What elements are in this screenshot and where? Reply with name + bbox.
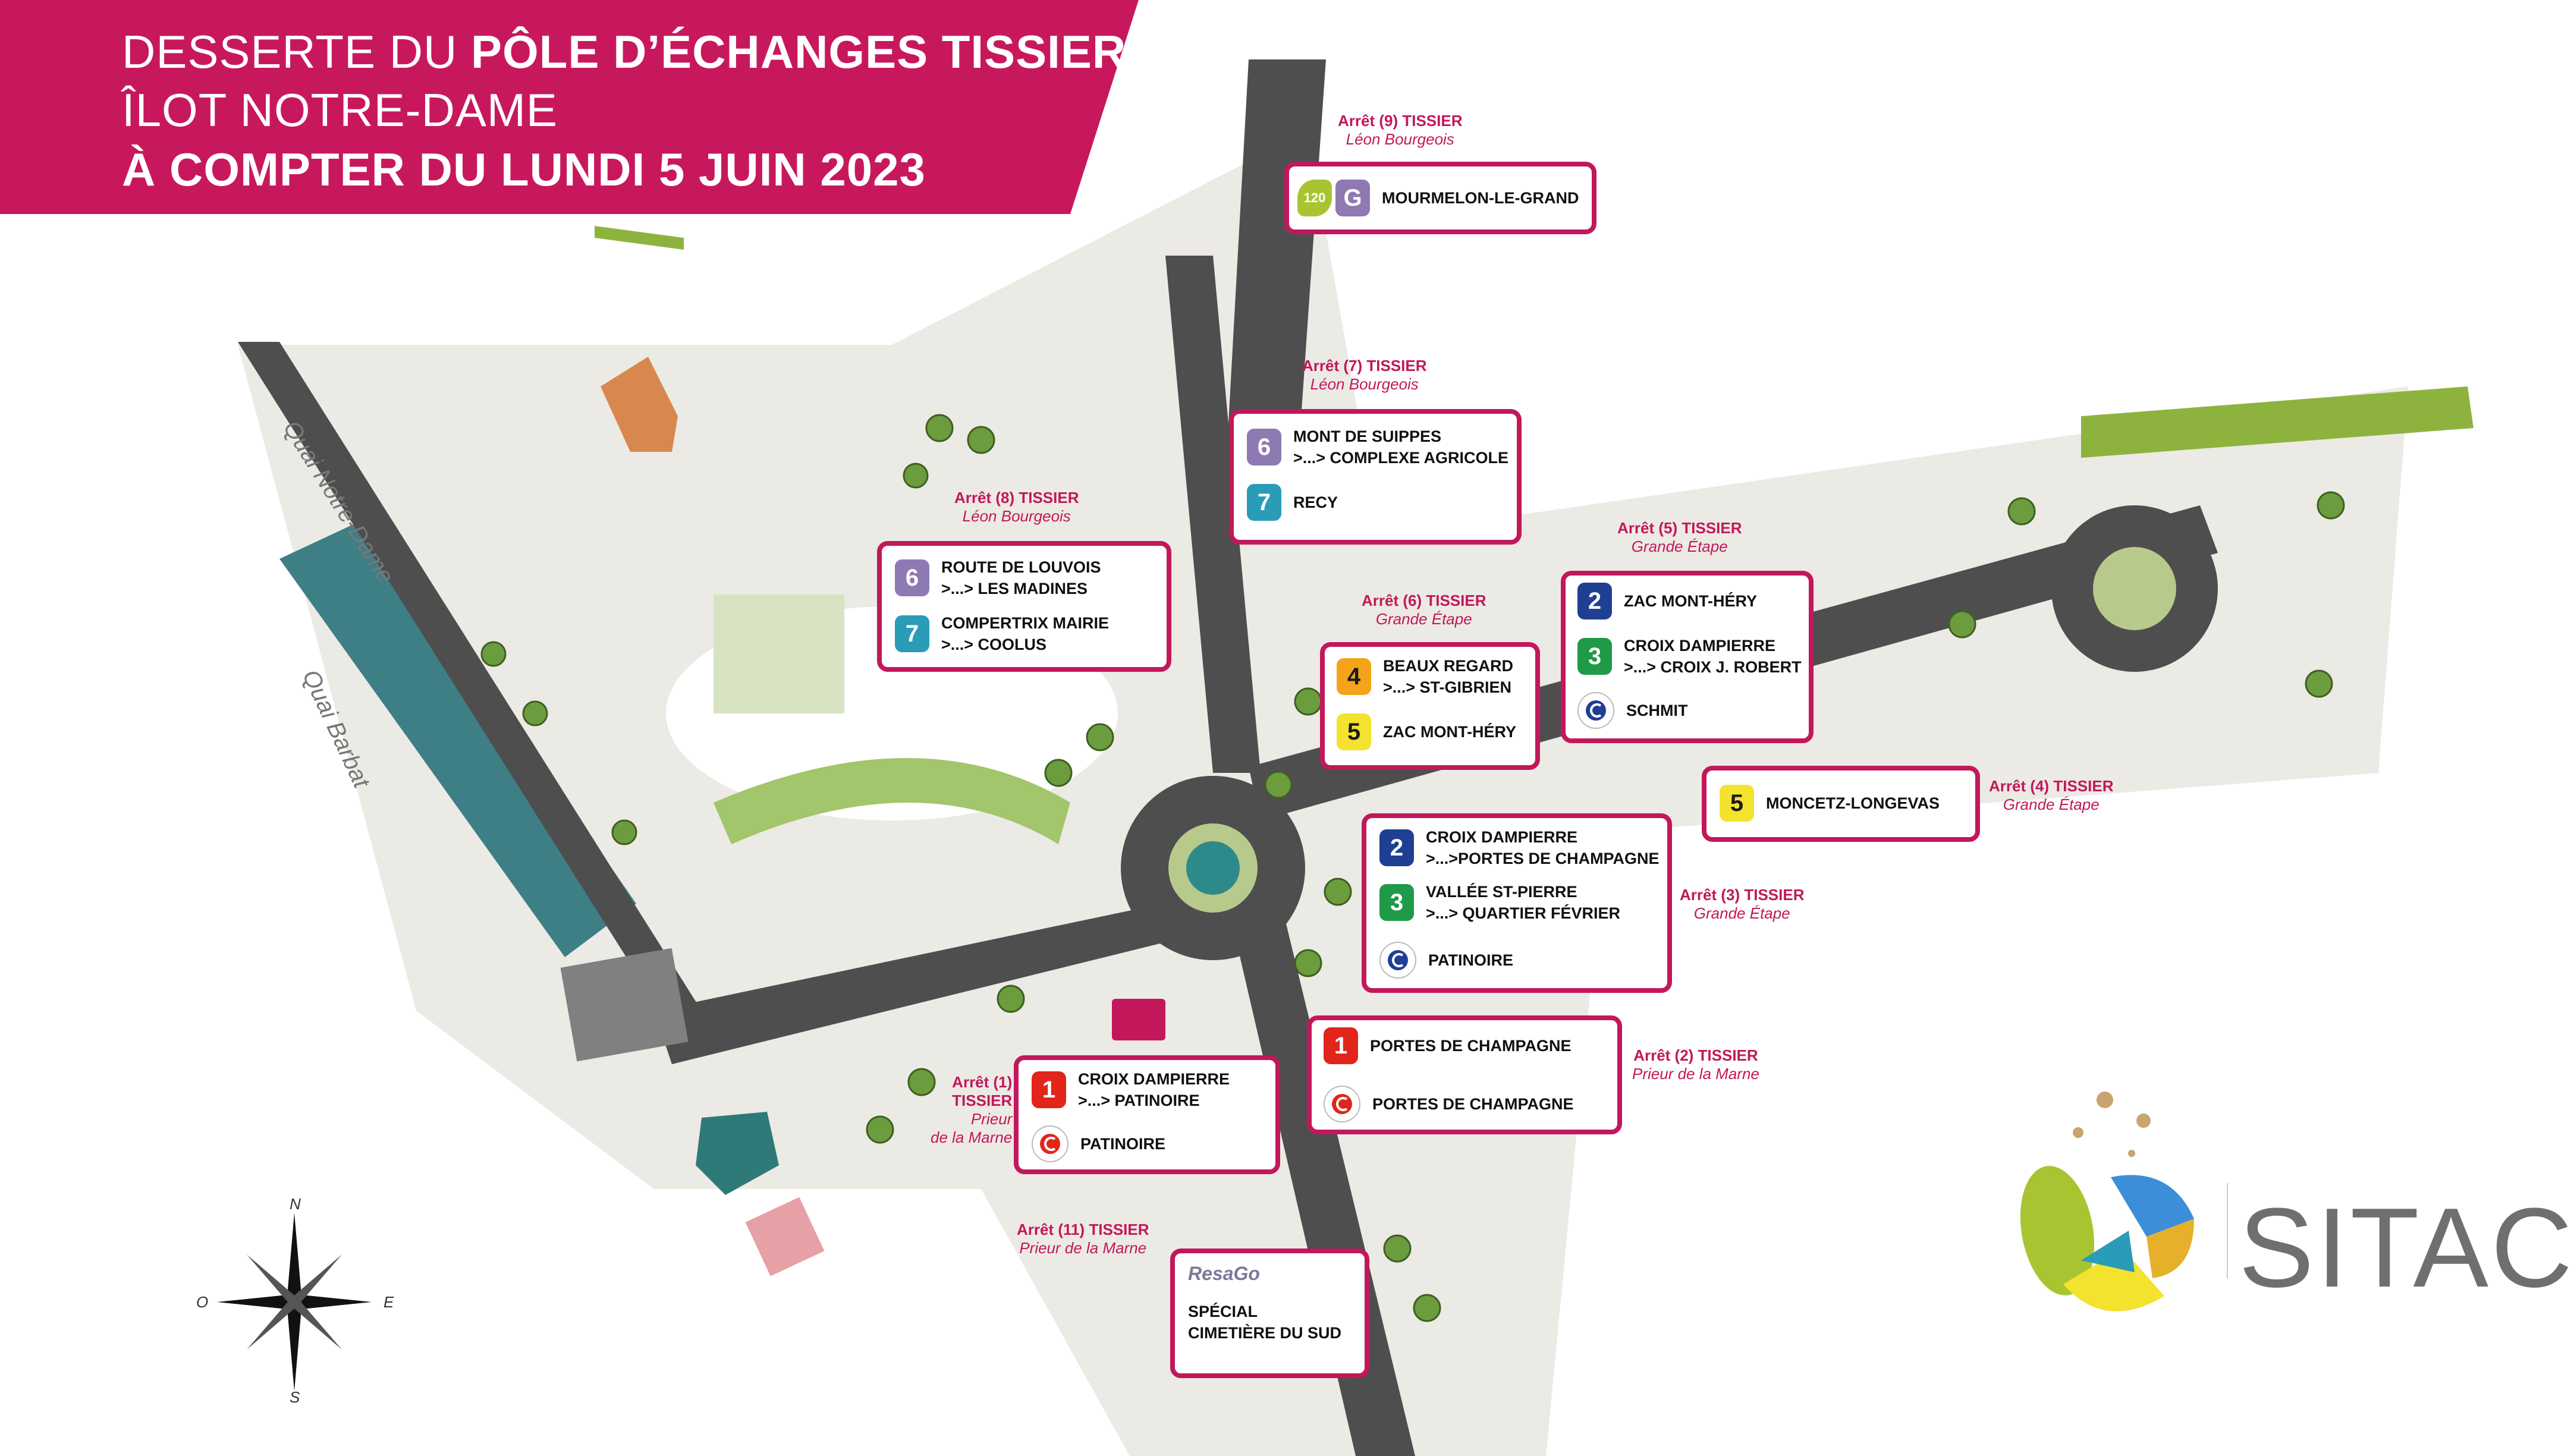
stop-box-7: 6 MONT DE SUIPPES >...> COMPLEXE AGRICOL… [1229, 409, 1522, 545]
destination-label: BEAUX REGARD [1383, 657, 1514, 675]
destination-label: MOURMELON-LE-GRAND [1382, 189, 1579, 207]
destination-label: CROIX DAMPIERRE [1078, 1070, 1230, 1088]
line-badge-2: 2 [1379, 829, 1414, 866]
stop-box-4: 5 MONCETZ-LONGEVAS [1702, 766, 1980, 842]
stop-box-1: 1 CROIX DAMPIERRE >...> PATINOIRE PATINO… [1014, 1055, 1280, 1174]
destination-label: ROUTE DE LOUVOIS [941, 558, 1101, 576]
shuttle-logo-icon [1577, 692, 1614, 729]
via-label: >...> COOLUS [941, 636, 1047, 653]
line-badge-1: 1 [1032, 1071, 1066, 1108]
destination-label: MONT DE SUIPPES [1293, 427, 1442, 445]
resago-logo: ResaGo [1188, 1263, 1260, 1284]
shuttle-logo-icon [1379, 942, 1416, 979]
via-label: >...> PATINOIRE [1078, 1092, 1200, 1109]
stop-box-8: 6 ROUTE DE LOUVOIS >...> LES MADINES 7 C… [877, 541, 1171, 672]
compass-n: N [290, 1195, 301, 1213]
destination-label: RECY [1293, 493, 1338, 511]
compass-e: E [384, 1293, 394, 1311]
line-badge-1: 1 [1324, 1027, 1358, 1064]
banner-line2: ÎLOT NOTRE-DAME [122, 84, 558, 136]
destination-label: CROIX DAMPIERRE [1426, 828, 1578, 846]
via-label: >...> QUARTIER FÉVRIER [1426, 904, 1621, 922]
line-badge-4: 4 [1337, 658, 1371, 695]
destination-label: ZAC MONT-HÉRY [1383, 723, 1516, 741]
via-label: >...>PORTES DE CHAMPAGNE [1426, 850, 1660, 867]
via-label: >...> LES MADINES [941, 580, 1088, 598]
destination-label: MONCETZ-LONGEVAS [1766, 794, 1940, 812]
stop-box-5: 2 ZAC MONT-HÉRY 3 CROIX DAMPIERRE >...> … [1561, 571, 1814, 743]
compass-rose-icon [217, 1213, 372, 1391]
line-badge-6: 6 [895, 559, 929, 596]
via-label: >...> CROIX J. ROBERT [1624, 658, 1802, 676]
destination-label: CIMETIÈRE DU SUD [1188, 1324, 1342, 1342]
line-badge-7: 7 [1247, 484, 1281, 521]
via-label: >...> COMPLEXE AGRICOLE [1293, 449, 1509, 467]
destination-label: SCHMIT [1626, 702, 1688, 719]
destination-label: ZAC MONT-HÉRY [1624, 592, 1757, 610]
line-badge-g: G [1335, 180, 1370, 216]
stop-box-6: 4 BEAUX REGARD >...> ST-GIBRIEN 5 ZAC MO… [1320, 642, 1540, 770]
line-badge-6: 6 [1247, 429, 1281, 466]
line-badge-2: 2 [1577, 583, 1612, 619]
title-banner [0, 0, 1139, 214]
compass-o: O [196, 1293, 209, 1311]
destination-label: PATINOIRE [1080, 1135, 1166, 1153]
compass-s: S [290, 1388, 300, 1406]
shuttle-logo-icon [1032, 1125, 1068, 1162]
service-label: SPÉCIAL [1188, 1303, 1258, 1320]
destination-label: PORTES DE CHAMPAGNE [1370, 1037, 1572, 1055]
stop-box-2: 1 PORTES DE CHAMPAGNE PORTES DE CHAMPAGN… [1307, 1015, 1622, 1134]
destination-label: PORTES DE CHAMPAGNE [1372, 1095, 1574, 1113]
banner-line1: DESSERTE DU PÔLE D’ÉCHANGES TISSIER [122, 26, 1127, 78]
destination-label: VALLÉE ST-PIERRE [1426, 883, 1577, 901]
via-label: >...> ST-GIBRIEN [1383, 678, 1512, 696]
line-badge-3: 3 [1577, 638, 1612, 675]
line-badge-5: 5 [1337, 713, 1371, 750]
stop-box-3: 2 CROIX DAMPIERRE >...>PORTES DE CHAMPAG… [1362, 813, 1672, 993]
logo-divider [2227, 1183, 2228, 1278]
destination-label: PATINOIRE [1428, 951, 1514, 969]
line-badge-7: 7 [895, 615, 929, 652]
sitac-logo-text: SITAC [2239, 1185, 2574, 1311]
line-badge-120: 120 [1297, 180, 1332, 216]
line-badge-5: 5 [1720, 785, 1754, 822]
stop-box-11: ResaGo SPÉCIAL CIMETIÈRE DU SUD [1170, 1249, 1369, 1378]
shuttle-logo-icon [1324, 1086, 1360, 1122]
sitac-logo-icon [2020, 1092, 2194, 1312]
destination-label: CROIX DAMPIERRE [1624, 637, 1776, 655]
banner-line3: À COMPTER DU LUNDI 5 JUIN 2023 [122, 143, 926, 196]
stop-box-9: 120 G MOURMELON-LE-GRAND [1284, 162, 1596, 234]
destination-label: COMPERTRIX MAIRIE [941, 614, 1110, 632]
line-badge-3: 3 [1379, 884, 1414, 921]
